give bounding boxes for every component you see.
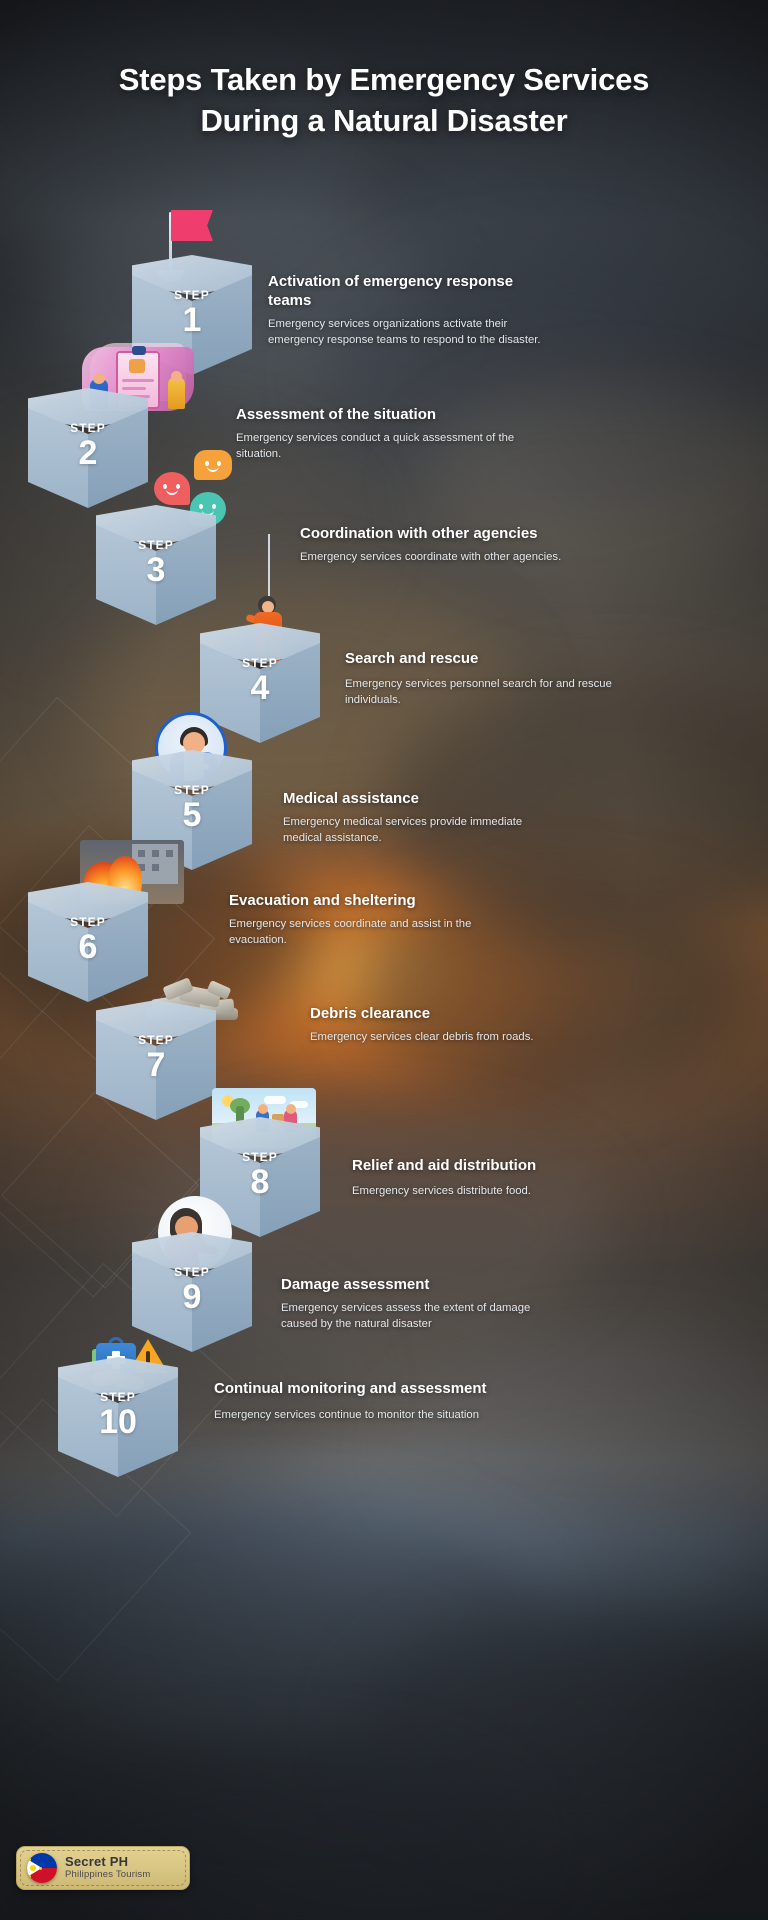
footer-tagline: Philippines Tourism <box>65 1868 151 1880</box>
step-cube-9: STEP 9 <box>132 1232 252 1352</box>
step-cube-10: STEP 10 <box>58 1357 178 1477</box>
footer-logo[interactable]: Secret PH Philippines Tourism <box>16 1846 190 1890</box>
step-panel-9: Damage assessment Emergency services ass… <box>281 1276 566 1332</box>
step-panel-5: Medical assistance Emergency medical ser… <box>283 790 563 846</box>
step-heading: Search and rescue <box>345 650 479 667</box>
step-panel-6: Evacuation and sheltering Emergency serv… <box>229 892 519 948</box>
step-description: Emergency services personnel search for … <box>345 677 612 706</box>
step-heading: Assessment of the situation <box>236 406 437 423</box>
step-description: Emergency services assess the extent of … <box>281 1301 531 1330</box>
step-description: Emergency medical services provide immed… <box>283 815 523 844</box>
step-panel-2: Assessment of the situation Emergency se… <box>236 406 536 462</box>
step-panel-3: Coordination with other agencies Emergen… <box>300 525 575 565</box>
page-title: Steps Taken by Emergency Services During… <box>118 62 650 138</box>
step-description: Emergency services clear debris from roa… <box>310 1030 534 1043</box>
step-description: Emergency services distribute food. <box>352 1184 531 1197</box>
step-heading: Continual monitoring and assessment <box>214 1380 487 1397</box>
step-description: Emergency services organizations activat… <box>268 317 541 346</box>
step-description: Emergency services continue to monitor t… <box>214 1408 479 1421</box>
step-cube-3: STEP 3 <box>96 505 216 625</box>
step-panel-8: Relief and aid distribution Emergency se… <box>352 1157 632 1199</box>
step-heading: Coordination with other agencies <box>300 525 538 542</box>
step-description: Emergency services coordinate with other… <box>300 550 562 563</box>
step-description: Emergency services coordinate and assist… <box>229 917 472 946</box>
step-cube-6: STEP 6 <box>28 882 148 1002</box>
footer-brand: Secret PH <box>65 1854 129 1870</box>
step-cube-7: STEP 7 <box>96 1000 216 1120</box>
step-panel-4: Search and rescue Emergency services per… <box>345 650 620 708</box>
step-heading: Medical assistance <box>283 790 419 807</box>
step-heading: Debris clearance <box>310 1005 431 1022</box>
footer-logo-text: Secret PH Philippines Tourism <box>65 1855 150 1880</box>
step-panel-1: Activation of emergency response teams E… <box>268 273 548 348</box>
step-heading: Damage assessment <box>281 1276 430 1293</box>
step-cube-2: STEP 2 <box>28 388 148 508</box>
step-panel-10: Continual monitoring and assessment Emer… <box>214 1380 514 1423</box>
step-heading: Activation of emergency response teams <box>268 273 514 309</box>
step-panel-7: Debris clearance Emergency services clea… <box>310 1005 590 1045</box>
step-heading: Relief and aid distribution <box>352 1157 537 1174</box>
step-description: Emergency services conduct a quick asses… <box>236 431 515 460</box>
philippine-flag-icon <box>27 1853 57 1883</box>
step-heading: Evacuation and sheltering <box>229 892 416 909</box>
